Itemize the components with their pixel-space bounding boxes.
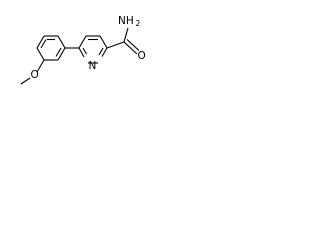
carbonyl-double-bond-b — [126, 39, 140, 51]
pyridine-bond-1 — [78, 35, 87, 49]
phenyl-ring — [36, 35, 66, 61]
pyridine-bond-4 — [101, 47, 108, 57]
phenyl-double-bond-a — [40, 39, 47, 49]
phenyl-bond-1 — [36, 47, 45, 61]
amide-nitrogen-subscript: 2 — [136, 19, 141, 28]
carboxamide-group: NH 2 O — [106, 15, 146, 62]
methoxy-group: O — [20, 59, 45, 85]
carbonyl-double-bond-a — [123, 41, 138, 55]
pyridine-bond-3 — [99, 35, 108, 49]
pyridine-nitrogen-label: N — [89, 60, 97, 72]
methoxy-o-methyl-bond — [20, 77, 31, 85]
amide-nitrogen-label: NH — [118, 15, 134, 27]
chemical-structure-diagram: O N NH 2 O — [20, 15, 146, 85]
phenyl-bond-4 — [57, 35, 66, 49]
methoxy-ring-o-bond — [36, 59, 45, 73]
methoxy-oxygen-label: O — [31, 69, 39, 81]
carbonyl-n-bond — [123, 27, 129, 43]
phenyl-bond-2 — [36, 35, 45, 49]
pyridine-double-bond-b — [98, 47, 104, 56]
pyridine-ring: N — [78, 35, 108, 72]
phenyl-bond-5 — [57, 47, 66, 61]
phenyl-double-bond-b — [55, 47, 62, 57]
ring-carbonyl-bond — [106, 41, 125, 49]
pyridine-double-bond-c — [82, 47, 87, 55]
pyridine-bond-6 — [78, 47, 85, 58]
amide-oxygen-label: O — [138, 50, 146, 62]
